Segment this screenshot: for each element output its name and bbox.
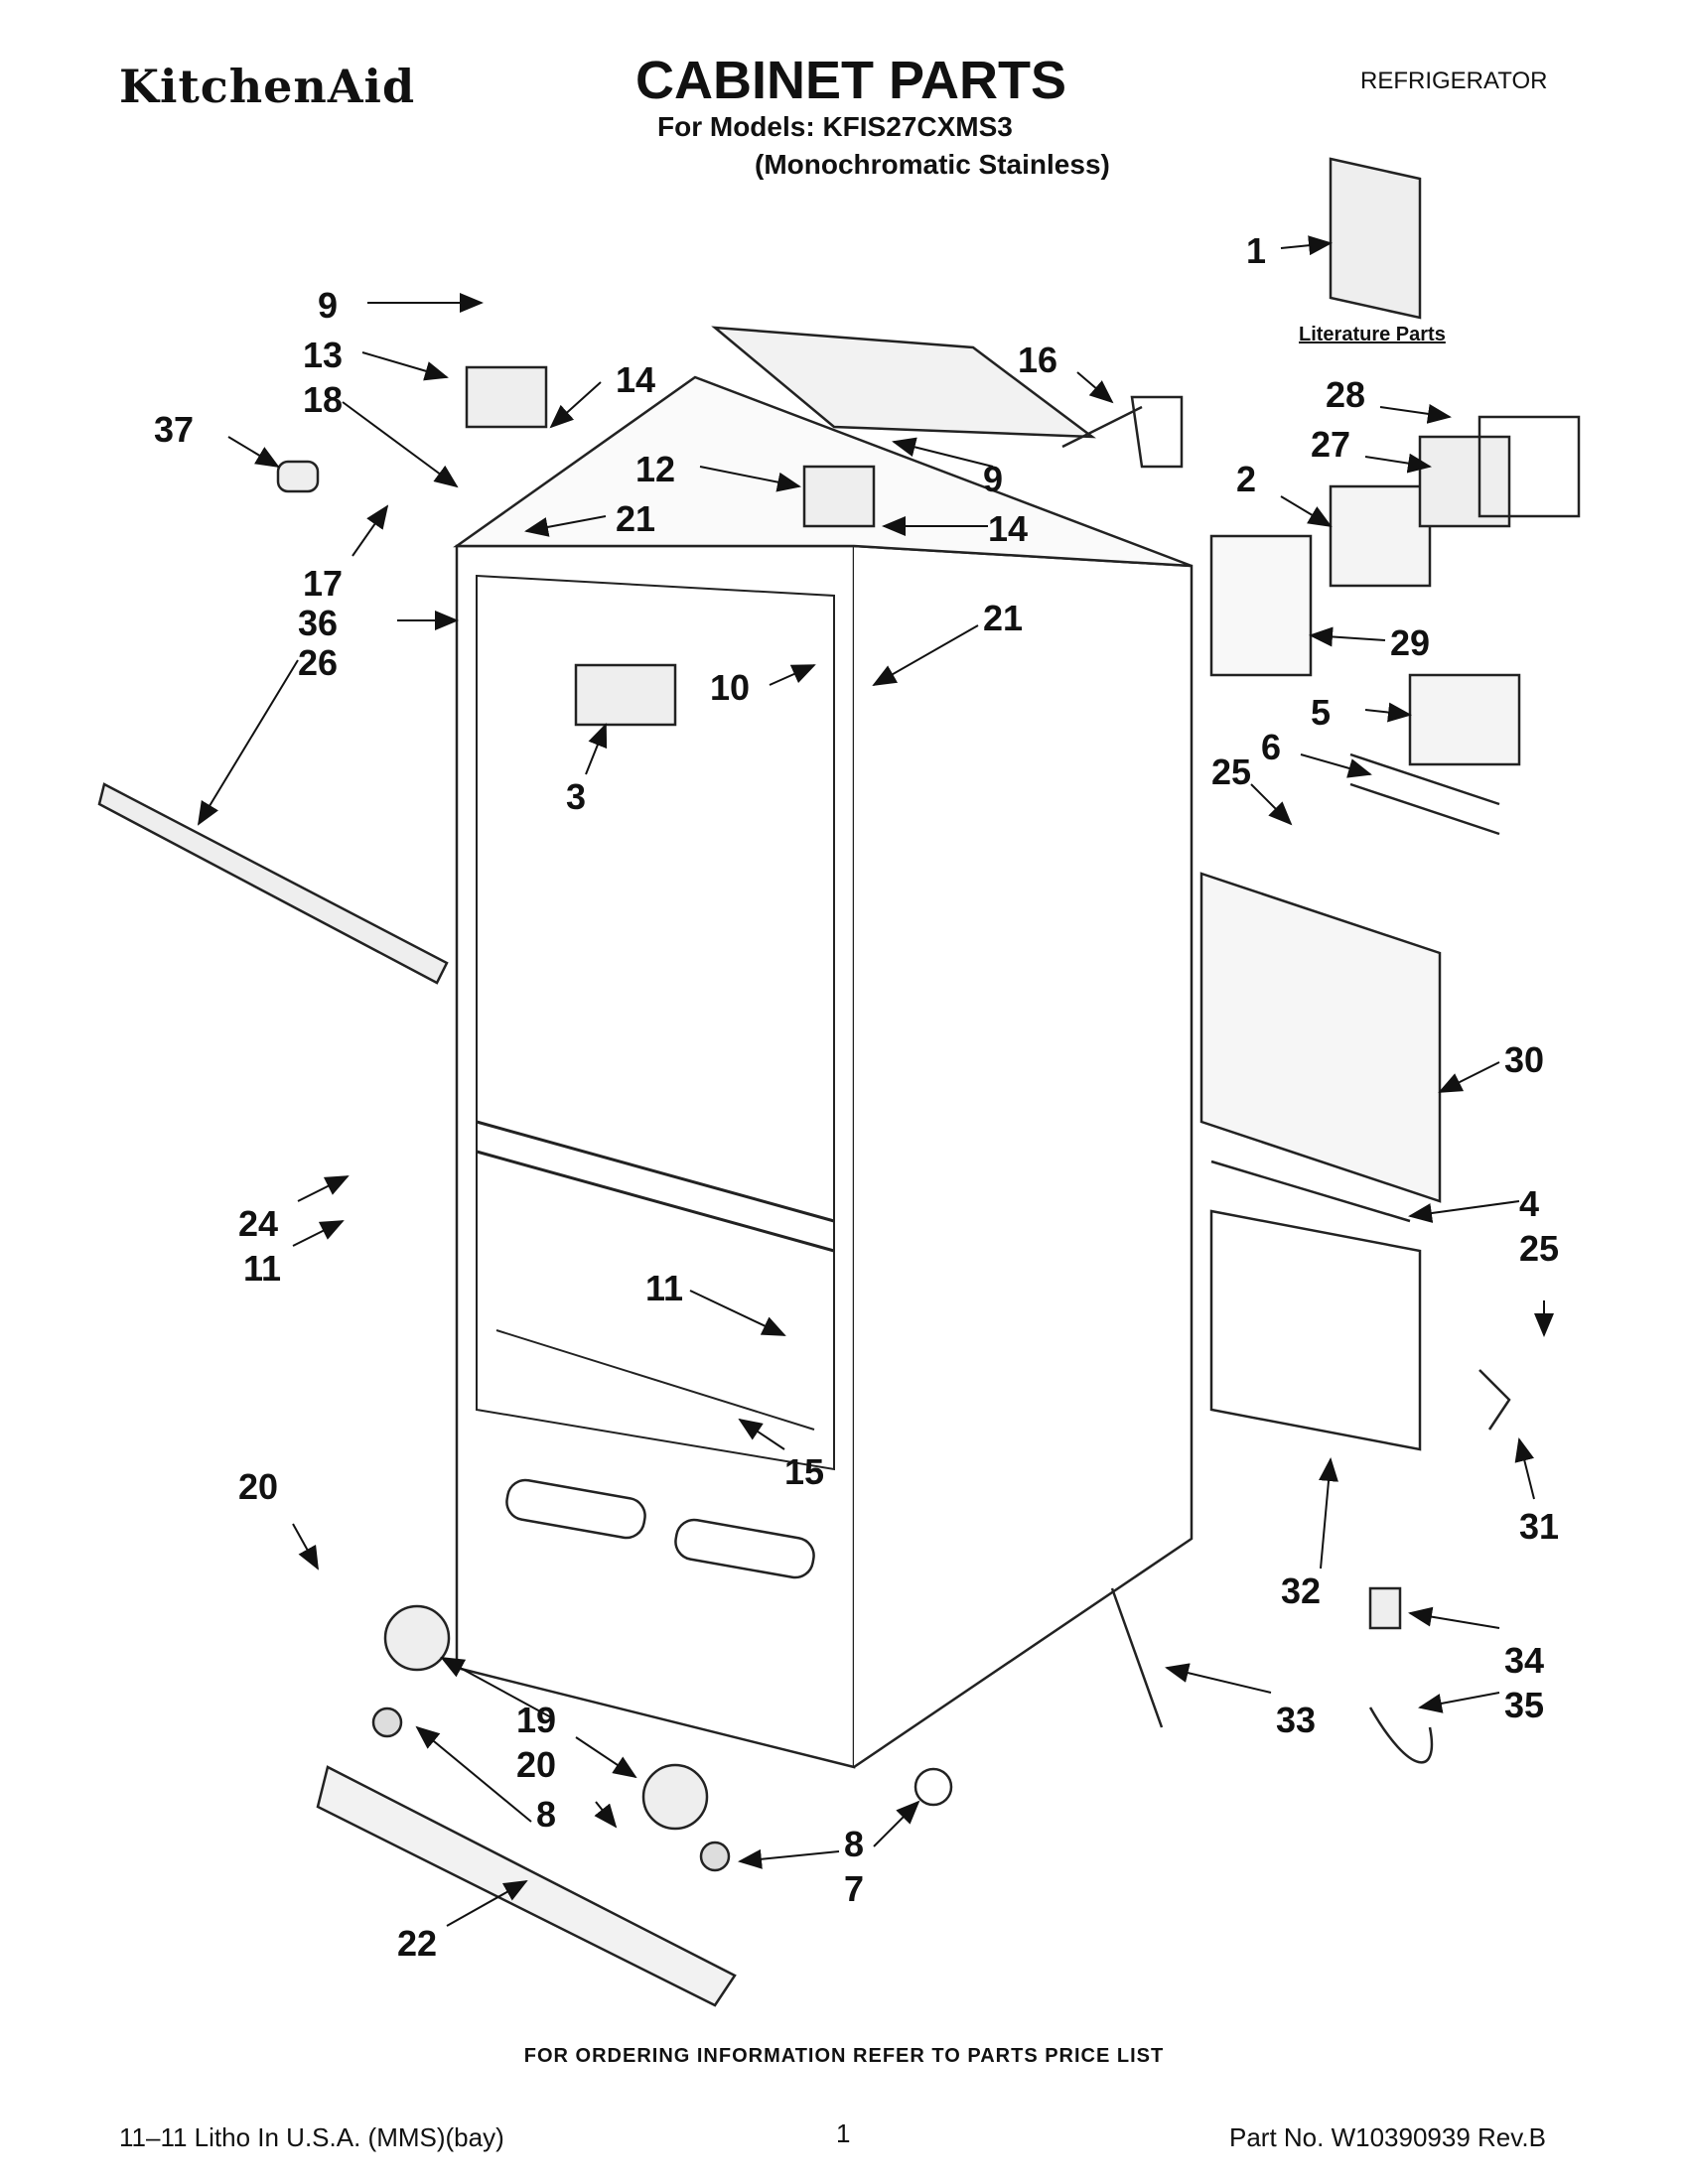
callout-7: 7 [844,1868,864,1909]
cabinet-vent-right [674,1518,815,1579]
callout-15: 15 [784,1451,824,1492]
callout-17: 17 [303,563,343,604]
cabinet-vent-left [505,1478,646,1540]
top-cover [711,326,1096,439]
litho-line: 11–11 Litho In U.S.A. (MMS)(bay) [119,2122,504,2152]
callout-8b: 8 [844,1824,864,1864]
ordering-note: FOR ORDERING INFORMATION REFER TO PARTS … [523,2045,1165,2067]
leveling-foot-right [699,1841,731,1872]
rear-access-panel [1199,872,1442,1203]
appliance-category: REFRIGERATOR [1360,68,1548,94]
callout-2: 2 [1236,459,1256,499]
literature-booklet [1329,157,1422,320]
leveling-foot-left [371,1706,403,1738]
page-number: 1 [836,2118,851,2148]
part-number: Part No. W10390939 Rev.B [1229,2122,1546,2152]
callout-22: 22 [397,1923,437,1964]
callout-10: 10 [710,667,750,708]
literature-parts-label: Literature Parts [1299,324,1446,345]
strip-6a [1349,752,1500,806]
bracket-3 [574,663,677,727]
callout-20: 20 [238,1466,278,1507]
callout-9: 9 [318,285,338,326]
callout-35: 35 [1504,1685,1544,1725]
callout-21b: 21 [983,598,1023,638]
clamp-31 [1478,1369,1511,1431]
callout-27: 27 [1311,424,1350,465]
callout-30: 30 [1504,1039,1544,1080]
gasket-4 [1210,1160,1411,1223]
callout-11: 11 [243,1248,281,1289]
callout-34: 34 [1504,1640,1544,1681]
wire-harness-33 [1110,1587,1164,1728]
callout-25: 25 [1211,751,1251,792]
callout-31: 31 [1519,1506,1559,1547]
sensor-35 [1368,1706,1434,1764]
roller-left [383,1604,451,1672]
cabinet-opening [476,574,835,1471]
callout-11b: 11 [645,1268,683,1308]
callout-26: 26 [298,642,338,683]
callout-37: 37 [154,409,194,450]
cabinet-side [853,544,1194,1769]
models-line: For Models: KFIS27CXMS3 [657,111,1013,142]
callout-19: 19 [516,1700,556,1740]
callout-18: 18 [303,379,343,420]
callout-20b: 20 [516,1744,556,1785]
callout-25b: 25 [1519,1228,1559,1269]
callout-21: 21 [616,498,655,539]
fridge-divider-lower [476,1150,835,1253]
clip-34 [1368,1586,1402,1630]
callout-28: 28 [1326,374,1365,415]
callout-6: 6 [1261,727,1281,767]
callout-9b: 9 [983,459,1003,499]
callout-8: 8 [536,1794,556,1835]
callout-12: 12 [635,449,675,489]
callout-16: 16 [1018,340,1057,380]
cover-28 [1477,415,1581,518]
variant-line: (Monochromatic Stainless) [755,149,1110,180]
hinge-top-left [465,365,548,429]
roller-right [641,1763,709,1831]
callout-4: 4 [1519,1183,1539,1224]
fridge-divider [476,1120,835,1223]
water-inlet-valve [1061,395,1184,469]
callout-29: 29 [1390,622,1430,663]
control-box-29 [1209,534,1313,677]
callout-1: 1 [1246,230,1266,271]
side-panel-32 [1209,1209,1422,1451]
brand-logo: KitchenAid [119,60,416,113]
control-board-5 [1408,673,1521,766]
cover-27 [1418,435,1511,528]
callout-32: 32 [1281,1570,1321,1611]
callout-24: 24 [238,1203,278,1244]
callout-3: 3 [566,776,586,817]
callout-5: 5 [1311,692,1331,733]
cabinet-body [455,544,856,1769]
trim-rail-26 [97,782,449,985]
control-board-2 [1329,484,1432,588]
callout-33: 33 [1276,1700,1316,1740]
hinge-top-right [802,465,876,528]
strip-6b [1349,782,1500,836]
callout-13: 13 [303,335,343,375]
callout-14: 14 [616,359,655,400]
callout-14b: 14 [988,508,1028,549]
page-title: CABINET PARTS [635,51,1067,110]
part-7-ring [914,1767,953,1807]
bushing-37 [276,460,320,493]
callout-36: 36 [298,603,338,643]
